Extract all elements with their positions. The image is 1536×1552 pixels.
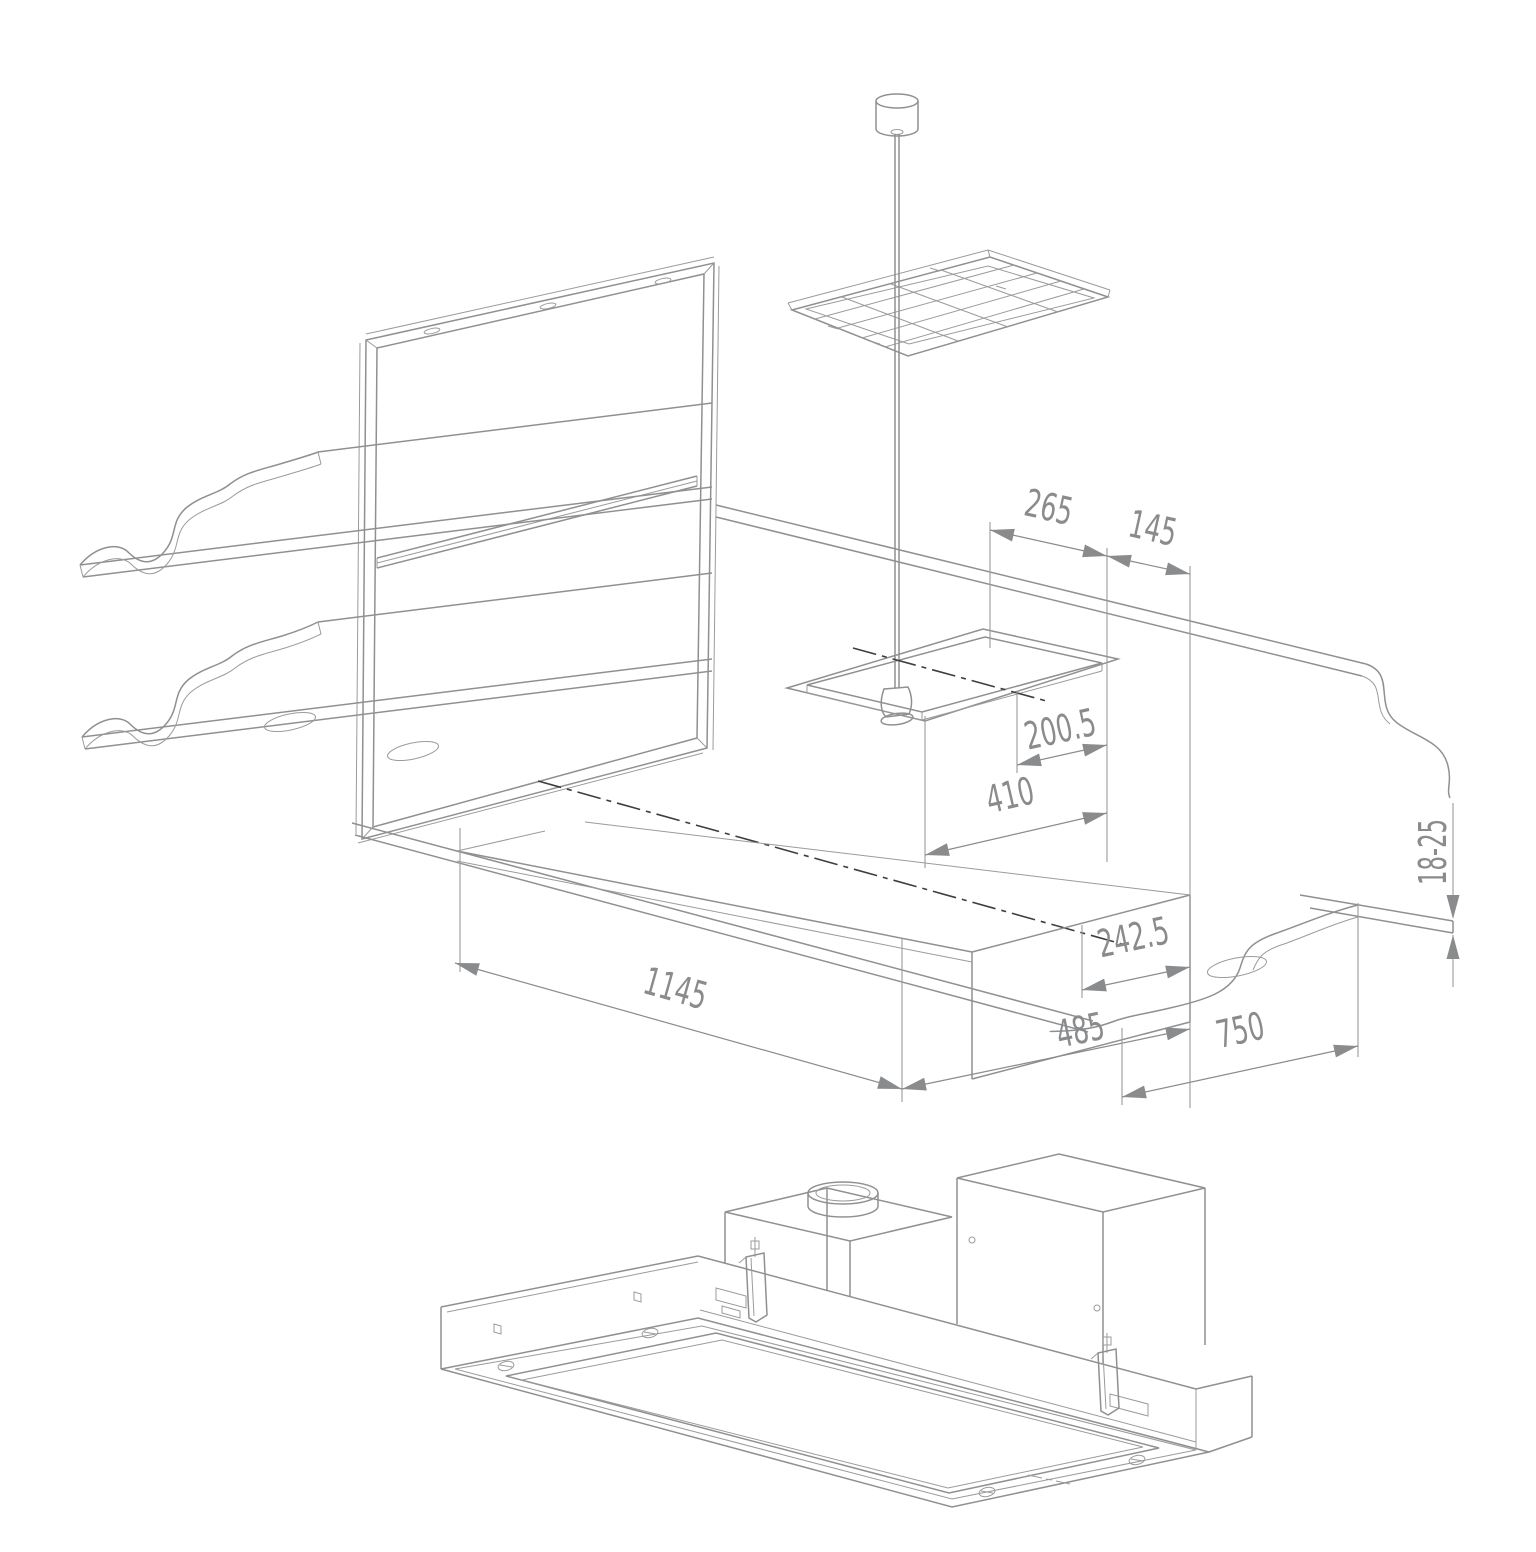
ceiling-panel-main xyxy=(351,504,1454,1033)
dim-panel-thickness-label: 18-25 xyxy=(1411,819,1455,885)
ceiling-panel-upper-left xyxy=(79,402,713,578)
unit-blower-box xyxy=(724,1187,953,1296)
dim-cutout-length-b-label: 145 xyxy=(1125,502,1181,555)
dimensions: 265 145 200.5 410 11 xyxy=(454,481,1460,1108)
dim-cutout-length-b: 145 xyxy=(1106,502,1191,1108)
unit-motor-box xyxy=(956,1153,1206,1363)
dim-panel-thickness: 18-25 xyxy=(1411,803,1460,987)
unit-hanger-bracket-right xyxy=(1090,1333,1120,1416)
unit-side-walls xyxy=(440,1255,1253,1453)
ceiling-panel-lower-left xyxy=(81,572,713,762)
dim-cutout-length-a: 265 xyxy=(989,481,1108,862)
dim-cutout-width: 410 xyxy=(924,716,1108,868)
dim-housing-depth: 485 xyxy=(901,1004,1191,1091)
dim-cutout-length-a-label: 265 xyxy=(1021,481,1077,534)
dim-duct-side-offset: 242.5 xyxy=(1081,908,1191,998)
assembled-unit xyxy=(440,1153,1253,1508)
ceiling-cutout xyxy=(784,628,1121,722)
unit-screws xyxy=(497,1327,1146,1498)
pendant-lamp xyxy=(880,686,914,726)
unit-base-frame xyxy=(440,1317,1210,1508)
dim-housing-depth-label: 485 xyxy=(1052,1004,1108,1057)
ceiling-rose xyxy=(875,93,919,137)
dim-housing-length-label: 1145 xyxy=(639,959,713,1019)
hood-housing-box xyxy=(456,821,1191,1080)
unit-duct-collar xyxy=(807,1181,879,1218)
suspension-rod xyxy=(894,134,900,688)
dim-edge-distance: 750 xyxy=(1121,903,1359,1105)
dim-edge-distance-label: 750 xyxy=(1212,1004,1268,1057)
grease-filter-panel xyxy=(787,249,1111,357)
dim-duct-offset: 200.5 xyxy=(1016,692,1108,773)
unit-hanger-bracket-left xyxy=(738,1237,768,1323)
mounting-frame xyxy=(355,256,720,844)
dim-cutout-width-label: 410 xyxy=(982,768,1039,822)
